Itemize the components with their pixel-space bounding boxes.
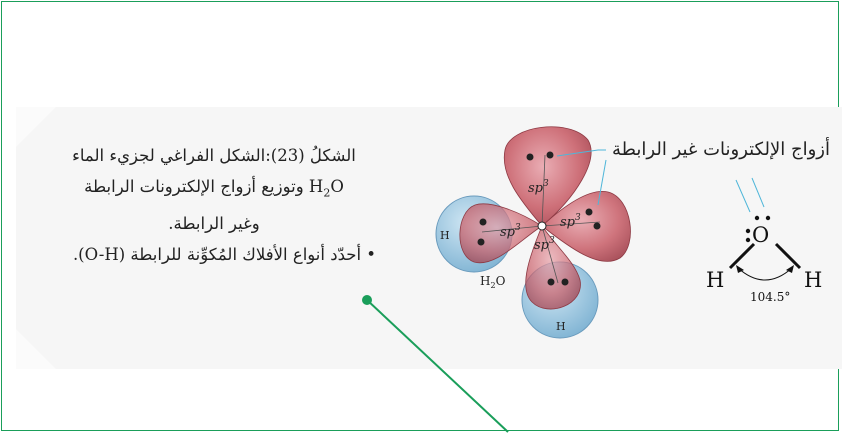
- bond-angle-label: 104.5°: [750, 290, 790, 304]
- sp3-label-top: sp3: [528, 179, 549, 196]
- lewis-h-right: H: [804, 268, 822, 292]
- electron-dots: [477, 151, 601, 286]
- bond-angle-arc: [737, 267, 793, 281]
- orbital-lobe-right: [541, 191, 631, 262]
- pointer-dot: [362, 295, 372, 305]
- caption-line-3: وغير الرابطة.: [168, 214, 260, 234]
- molecule-label: H2O: [480, 274, 506, 290]
- panel-background: [16, 107, 842, 369]
- sp3-label-right: sp3: [560, 213, 581, 230]
- lewis-lone-pair-dots: [745, 215, 771, 243]
- figure-caption: الشكلُ (23):الشكل الفراغي لجزيء الماء H2…: [44, 140, 384, 270]
- content-panel: [16, 107, 842, 369]
- oxygen-nucleus: [537, 221, 547, 231]
- orbital-lobe-top: [503, 126, 592, 227]
- orbital-lobe-bottom: [525, 225, 581, 310]
- caption-line-2: H2O وتوزيع أزواج الإلكترونات الرابطة: [84, 177, 344, 200]
- sp3-label-bottom: sp3: [534, 236, 555, 253]
- lewis-bonds: [728, 242, 802, 270]
- angle-arrow-left: [736, 265, 744, 273]
- orbital-lobe-left: [459, 203, 543, 264]
- caption-line-1: الشكلُ (23):الشكل الفراغي لجزيء الماء: [72, 146, 356, 165]
- hydrogen-label-bottom: H: [556, 320, 566, 333]
- angle-arrow-right: [786, 265, 794, 273]
- lewis-h-left: H: [706, 268, 724, 292]
- lewis-oxygen: O: [752, 223, 769, 247]
- pointer-line: [366, 299, 509, 433]
- caption-formula: H2: [308, 177, 331, 200]
- lone-pairs-label: أزواج الإلكترونات غير الرابطة: [612, 139, 830, 160]
- callout-lines: [556, 149, 765, 213]
- caption-question: • أحدّد أنواع الأفلاك المُكوِّنة للرابطة…: [72, 245, 376, 265]
- hydrogen-label-left: H: [440, 229, 450, 242]
- sp3-label-left: sp3: [500, 223, 521, 240]
- orbital-axes: [481, 154, 601, 284]
